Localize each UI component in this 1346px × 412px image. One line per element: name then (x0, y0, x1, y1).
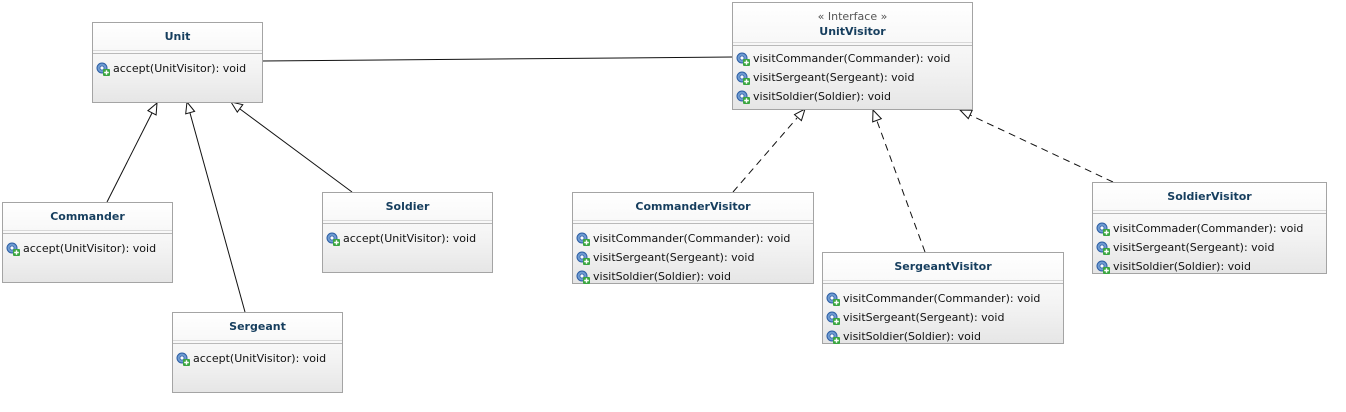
class-name: Sergeant (229, 320, 286, 333)
public-method-icon (6, 242, 20, 256)
operation[interactable]: accept(UnitVisitor): void (176, 349, 342, 368)
public-method-icon (826, 311, 840, 325)
interface-unitvisitor[interactable]: « Interface » UnitVisitor visitCommander… (732, 2, 973, 110)
operation-signature: accept(UnitVisitor): void (343, 232, 477, 245)
operation[interactable]: accept(UnitVisitor): void (6, 239, 172, 258)
class-soldier[interactable]: Soldier accept(UnitVisitor): void (322, 192, 493, 273)
class-commander[interactable]: Commander accept(UnitVisitor): void (2, 202, 173, 283)
class-name: Unit (164, 30, 191, 43)
generalization-sergeant-unit (189, 112, 246, 313)
operation-signature: visitSergeant(Sergeant): void (1113, 241, 1275, 254)
class-commandervisitor[interactable]: CommanderVisitor visitCommander(Commande… (572, 192, 814, 284)
public-method-icon (736, 90, 750, 104)
operation[interactable]: visitCommader(Commander): void (1096, 219, 1326, 238)
public-method-icon (576, 232, 590, 246)
operation-signature: visitSoldier(Soldier): void (593, 270, 731, 283)
operation[interactable]: visitCommander(Commander): void (826, 289, 1063, 308)
operation-signature: visitSoldier(Soldier): void (753, 90, 891, 103)
class-name: SergeantVisitor (894, 260, 992, 273)
public-method-icon (826, 330, 840, 344)
generalization-soldier-unit (239, 108, 353, 193)
public-method-icon (736, 52, 750, 66)
realization-arrowhead-soldiervisitor (958, 109, 973, 120)
operation-signature: visitSergeant(Sergeant): void (593, 251, 755, 264)
class-soldiervisitor[interactable]: SoldierVisitor visitCommader(Commander):… (1092, 182, 1327, 274)
class-name: Soldier (385, 200, 430, 213)
operation[interactable]: visitCommander(Commander): void (576, 229, 813, 248)
generalization-arrowhead-commander (147, 101, 158, 116)
public-method-icon (176, 352, 190, 366)
operation-signature: visitCommander(Commander): void (593, 232, 791, 245)
operation[interactable]: visitSergeant(Sergeant): void (826, 308, 1063, 327)
operation[interactable]: accept(UnitVisitor): void (96, 59, 262, 78)
realization-arrowhead-commandervisitor (793, 107, 806, 122)
class-unit[interactable]: Unit accept(UnitVisitor): void (92, 22, 263, 103)
operation[interactable]: visitSergeant(Sergeant): void (576, 248, 813, 267)
realization-sergeantvisitor-unitvisitor (876, 120, 926, 253)
operation-signature: visitCommander(Commander): void (753, 52, 951, 65)
association-unit-unitvisitor (261, 56, 734, 62)
operation-signature: accept(UnitVisitor): void (193, 352, 327, 365)
generalization-arrowhead-soldier (229, 101, 244, 113)
operation[interactable]: visitSergeant(Sergeant): void (1096, 238, 1326, 257)
public-method-icon (1096, 241, 1110, 255)
operation-signature: visitCommader(Commander): void (1113, 222, 1304, 235)
public-method-icon (1096, 260, 1110, 274)
operation[interactable]: visitSergeant(Sergeant): void (736, 68, 972, 87)
realization-commandervisitor-unitvisitor (732, 117, 798, 193)
public-method-icon (96, 62, 110, 76)
operation[interactable]: visitSoldier(Soldier): void (826, 327, 1063, 346)
public-method-icon (576, 270, 590, 284)
class-name: Commander (50, 210, 125, 223)
public-method-icon (736, 71, 750, 85)
operation-signature: visitSergeant(Sergeant): void (843, 311, 1005, 324)
realization-soldiervisitor-unitvisitor (969, 114, 1114, 183)
operation-signature: visitSoldier(Soldier): void (843, 330, 981, 343)
operation[interactable]: visitSoldier(Soldier): void (736, 87, 972, 106)
public-method-icon (326, 232, 340, 246)
operation[interactable]: visitCommander(Commander): void (736, 49, 972, 68)
operation-signature: visitSergeant(Sergeant): void (753, 71, 915, 84)
public-method-icon (1096, 222, 1110, 236)
operation[interactable]: accept(UnitVisitor): void (326, 229, 492, 248)
class-sergeantvisitor[interactable]: SergeantVisitor visitCommander(Commander… (822, 252, 1064, 344)
operation[interactable]: visitSoldier(Soldier): void (576, 267, 813, 286)
operation-signature: visitCommander(Commander): void (843, 292, 1041, 305)
realization-arrowhead-sergeantvisitor (872, 108, 883, 123)
operation[interactable]: visitSoldier(Soldier): void (1096, 257, 1326, 276)
public-method-icon (826, 292, 840, 306)
operation-signature: accept(UnitVisitor): void (23, 242, 157, 255)
operation-signature: accept(UnitVisitor): void (113, 62, 247, 75)
generalization-arrowhead-sergeant (185, 100, 196, 115)
class-name: CommanderVisitor (635, 200, 751, 213)
class-name: UnitVisitor (819, 25, 886, 38)
interface-stereotype: « Interface » (817, 10, 888, 23)
operation-signature: visitSoldier(Soldier): void (1113, 260, 1251, 273)
generalization-commander-unit (106, 112, 153, 203)
class-sergeant[interactable]: Sergeant accept(UnitVisitor): void (172, 312, 343, 393)
public-method-icon (576, 251, 590, 265)
class-name: SoldierVisitor (1167, 190, 1252, 203)
